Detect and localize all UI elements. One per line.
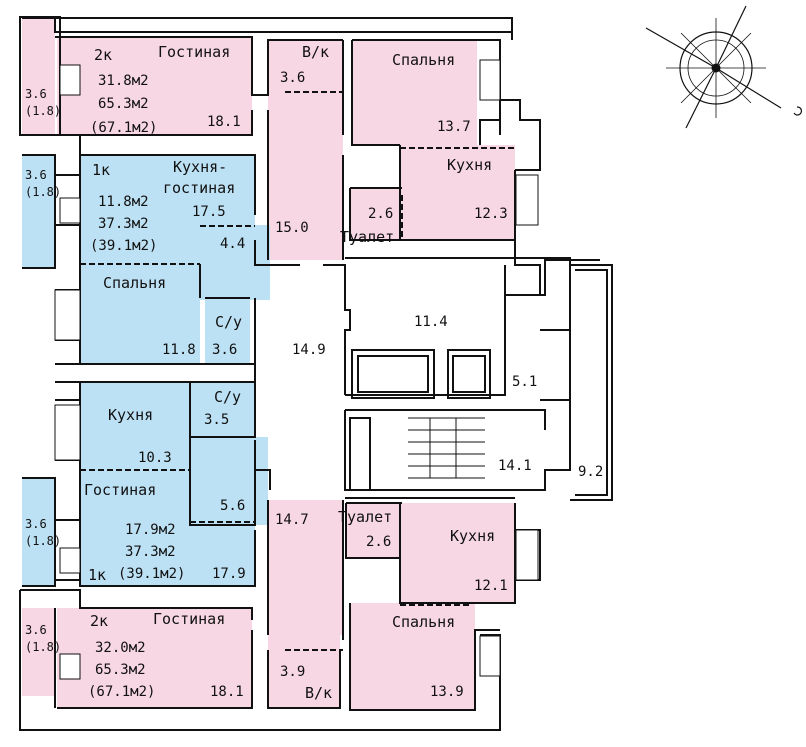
room-area: 2.6 [368, 206, 393, 222]
room-area: 2.6 [366, 534, 391, 550]
upper-1k-hall[interactable] [200, 225, 270, 300]
top-2k-toilet[interactable] [350, 188, 402, 240]
upper-1k-bathroom[interactable] [205, 298, 250, 364]
top-2k-kitchen[interactable] [400, 145, 515, 240]
room-area: 11.8 [162, 342, 196, 358]
bottom-2k-bedroom[interactable] [350, 603, 475, 710]
compass-rose-icon [645, 5, 803, 129]
walls [19, 16, 613, 731]
room-name: Гостиная [84, 481, 156, 499]
balcony-area-reduced: (1.8) [25, 640, 61, 654]
room-name: Гостиная [153, 610, 225, 628]
total-area: 65.3м2 [95, 662, 146, 678]
top-2k-bedroom[interactable] [352, 40, 477, 145]
room-name: С/у [215, 313, 242, 331]
top-2k-living-room[interactable] [57, 37, 252, 135]
bottom-2k-toilet[interactable] [346, 503, 401, 558]
room-area: 17.5 [192, 204, 226, 220]
room-area: 13.7 [437, 119, 471, 135]
room-name: Гостиная [158, 43, 230, 61]
living-area: 32.0м2 [95, 640, 146, 656]
elevator-small [447, 349, 491, 399]
lower-1k-balcony[interactable] [22, 478, 55, 586]
room-area: 18.1 [207, 114, 241, 130]
room-name: Кухня- [173, 158, 227, 176]
room-area: 17.9 [212, 566, 246, 582]
balcony-area: 3.6 [25, 168, 47, 182]
room-area: 5.6 [220, 498, 245, 514]
total-area-with-balcony: (67.1м2) [88, 684, 155, 700]
bottom-2k-kitchen[interactable] [400, 503, 515, 603]
room-area: 3.5 [204, 412, 229, 428]
elevator-hall-area: 11.4 [414, 314, 448, 330]
room-area: 10.3 [138, 450, 172, 466]
loggia-area: 9.2 [578, 464, 603, 480]
room-area: 15.0 [275, 220, 309, 236]
room-area: 18.1 [210, 684, 244, 700]
bottom-2k-living-room[interactable] [57, 608, 252, 708]
apt-type: 2к [90, 612, 108, 630]
balcony-area-reduced: (1.8) [25, 534, 61, 548]
balcony-area: 3.6 [25, 87, 47, 101]
total-area: 65.3м2 [98, 96, 149, 112]
room-name: Кухня [450, 527, 495, 545]
room-name: В/к [305, 684, 332, 702]
upper-1k-balcony[interactable] [22, 155, 55, 268]
balcony-area: 3.6 [25, 623, 47, 637]
room-area: 3.6 [280, 70, 305, 86]
room-name: С/у [214, 388, 241, 406]
top-2k-balcony[interactable] [22, 18, 55, 136]
living-area: 31.8м2 [98, 73, 149, 89]
room-name: Туалет [340, 228, 394, 246]
balcony-area: 3.6 [25, 517, 47, 531]
room-fills [22, 18, 515, 710]
bottom-2k-hall[interactable] [268, 500, 343, 635]
living-area: 11.8м2 [98, 194, 149, 210]
room-name: Туалет [338, 508, 392, 526]
total-area-with-balcony: (67.1м2) [90, 120, 157, 136]
room-area: 12.3 [474, 206, 508, 222]
lower-1k-living-room[interactable] [80, 470, 255, 586]
shaft-area: 5.1 [512, 374, 537, 390]
bottom-2k-wardrobe[interactable] [268, 635, 340, 707]
room-area: 3.9 [280, 664, 305, 680]
room-area: 12.1 [474, 578, 508, 594]
room-name: Спальня [392, 51, 455, 69]
room-area: 14.7 [275, 512, 309, 528]
staircase [349, 417, 485, 491]
lower-1k-bathroom[interactable] [190, 382, 255, 437]
top-2k-hall[interactable] [268, 40, 343, 260]
total-area-with-balcony: (39.1м2) [118, 566, 185, 582]
room-name: Кухня [447, 156, 492, 174]
lower-1k-kitchen[interactable] [80, 382, 190, 470]
room-area: 4.4 [220, 236, 245, 252]
apt-type: 1к [92, 161, 110, 179]
room-name: гостиная [163, 179, 235, 197]
balcony-area-reduced: (1.8) [25, 185, 61, 199]
room-name: Кухня [108, 406, 153, 424]
room-name: Спальня [103, 274, 166, 292]
room-area: 3.6 [212, 342, 237, 358]
apt-type: 2к [94, 46, 112, 64]
room-name: Спальня [392, 613, 455, 631]
windows [54, 59, 539, 680]
total-area: 37.3м2 [98, 216, 149, 232]
total-area: 37.3м2 [125, 544, 176, 560]
elevators [351, 349, 491, 399]
upper-1k-bedroom[interactable] [80, 264, 200, 364]
total-area-with-balcony: (39.1м2) [90, 238, 157, 254]
dashed-partitions [80, 91, 515, 651]
apt-type: 1к [88, 566, 106, 584]
balcony-area-reduced: (1.8) [25, 104, 61, 118]
living-area: 17.9м2 [125, 522, 176, 538]
corridor-area: 14.9 [292, 342, 326, 358]
bottom-2k-balcony[interactable] [22, 608, 55, 696]
room-area: 13.9 [430, 684, 464, 700]
room-name: В/к [302, 43, 329, 61]
stair-area: 14.1 [498, 458, 532, 474]
elevator-large [351, 349, 435, 399]
